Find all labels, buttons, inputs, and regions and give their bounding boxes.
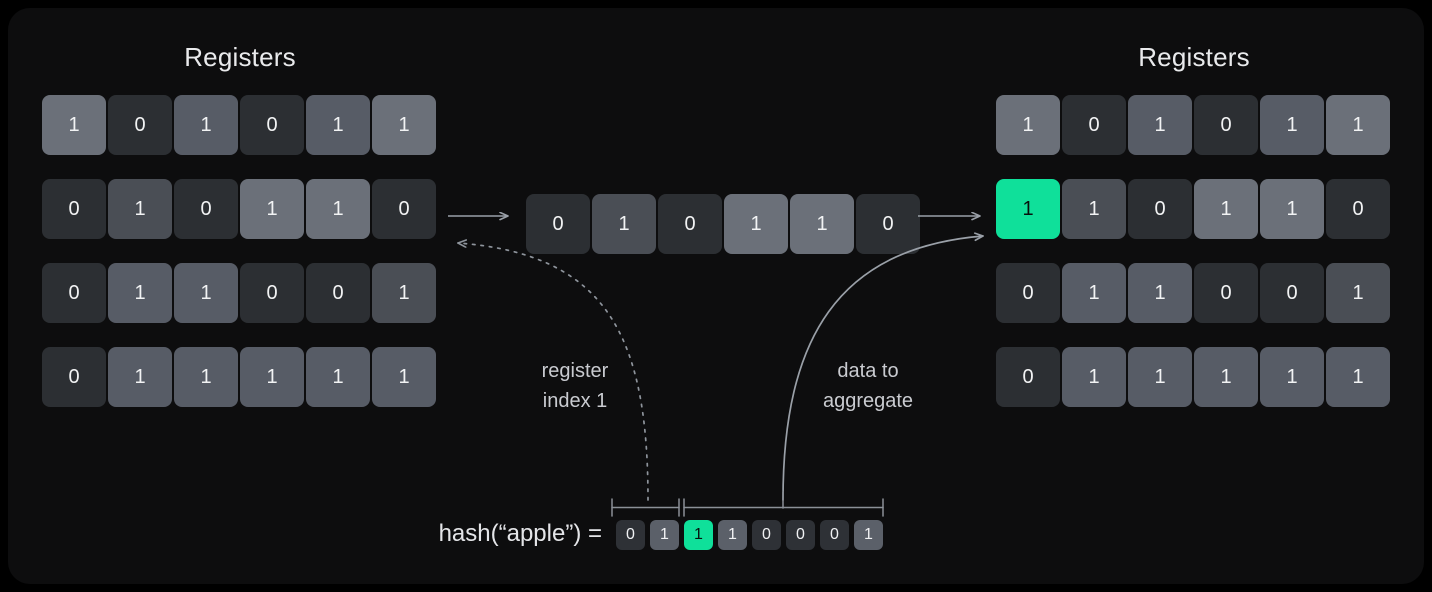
- register-cell-left-r3-c3: 1: [240, 347, 304, 407]
- register-cell-left-r1-c0: 0: [42, 179, 106, 239]
- register-cell-left-r0-c4: 1: [306, 95, 370, 155]
- register-cell-right-r0-c3: 0: [1194, 95, 1258, 155]
- register-cell-left-r0-c0: 1: [42, 95, 106, 155]
- register-cell-left-r0-c5: 1: [372, 95, 436, 155]
- register-cell-left-r0-c3: 0: [240, 95, 304, 155]
- register-cell-right-r2-c4: 0: [1260, 263, 1324, 323]
- registers-right-title: Registers: [1138, 42, 1250, 72]
- hash-bit-3: 1: [718, 520, 747, 550]
- selected-register-cell-5: 0: [856, 194, 920, 254]
- register-cell-left-r1-c5: 0: [372, 179, 436, 239]
- register-cell-right-r3-c4: 1: [1260, 347, 1324, 407]
- register-cell-right-r1-c1: 1: [1062, 179, 1126, 239]
- register-cell-right-r1-c4: 1: [1260, 179, 1324, 239]
- hash-bit-6: 0: [820, 520, 849, 550]
- hash-bit-1: 1: [650, 520, 679, 550]
- register-cell-left-r0-c2: 1: [174, 95, 238, 155]
- register-cell-left-r0-c1: 0: [108, 95, 172, 155]
- register-cell-left-r2-c4: 0: [306, 263, 370, 323]
- register-cell-left-r1-c3: 1: [240, 179, 304, 239]
- register-cell-left-r3-c5: 1: [372, 347, 436, 407]
- hash-bit-4: 0: [752, 520, 781, 550]
- hash-bit-2: 1: [684, 520, 713, 550]
- selected-register-cell-0: 0: [526, 194, 590, 254]
- register-cell-left-r2-c1: 1: [108, 263, 172, 323]
- register-cell-right-r0-c5: 1: [1326, 95, 1390, 155]
- selected-register-cell-1: 1: [592, 194, 656, 254]
- register-cell-left-r3-c0: 0: [42, 347, 106, 407]
- register-cell-left-r3-c2: 1: [174, 347, 238, 407]
- register-cell-left-r1-c1: 1: [108, 179, 172, 239]
- register-cell-right-r0-c2: 1: [1128, 95, 1192, 155]
- register-cell-left-r2-c5: 1: [372, 263, 436, 323]
- register-cell-left-r1-c2: 0: [174, 179, 238, 239]
- hash-bracket-data: [683, 491, 884, 517]
- register-cell-left-r2-c3: 0: [240, 263, 304, 323]
- register-cell-right-r2-c3: 0: [1194, 263, 1258, 323]
- register-cell-left-r3-c4: 1: [306, 347, 370, 407]
- selected-register-cell-4: 1: [790, 194, 854, 254]
- register-cell-right-r1-c5: 0: [1326, 179, 1390, 239]
- hash-expression-label: hash(“apple”) =: [438, 520, 602, 547]
- register-cell-right-r0-c1: 0: [1062, 95, 1126, 155]
- annotation-data-to-aggregate: data to aggregate: [822, 360, 914, 412]
- hash-bit-5: 0: [786, 520, 815, 550]
- register-cell-left-r2-c2: 1: [174, 263, 238, 323]
- annotation-register-index: register index 1: [541, 360, 609, 412]
- register-cell-right-r1-c2: 0: [1128, 179, 1192, 239]
- register-cell-right-r1-c0: 1: [996, 179, 1060, 239]
- register-cell-right-r0-c4: 1: [1260, 95, 1324, 155]
- register-cell-right-r1-c3: 1: [1194, 179, 1258, 239]
- register-cell-left-r1-c4: 1: [306, 179, 370, 239]
- register-cell-right-r3-c5: 1: [1326, 347, 1390, 407]
- register-cell-left-r3-c1: 1: [108, 347, 172, 407]
- register-cell-right-r2-c0: 0: [996, 263, 1060, 323]
- registers-left-title: Registers: [184, 42, 296, 72]
- hash-bit-7: 1: [854, 520, 883, 550]
- register-cell-right-r2-c5: 1: [1326, 263, 1390, 323]
- register-cell-left-r2-c0: 0: [42, 263, 106, 323]
- register-cell-right-r3-c2: 1: [1128, 347, 1192, 407]
- register-cell-right-r0-c0: 1: [996, 95, 1060, 155]
- selected-register-cell-3: 1: [724, 194, 788, 254]
- register-cell-right-r3-c3: 1: [1194, 347, 1258, 407]
- register-cell-right-r2-c1: 1: [1062, 263, 1126, 323]
- hash-bracket-index: [611, 498, 680, 517]
- selected-register-cell-2: 0: [658, 194, 722, 254]
- register-cell-right-r3-c1: 1: [1062, 347, 1126, 407]
- register-cell-right-r2-c2: 1: [1128, 263, 1192, 323]
- register-cell-right-r3-c0: 0: [996, 347, 1060, 407]
- hash-bit-0: 0: [616, 520, 645, 550]
